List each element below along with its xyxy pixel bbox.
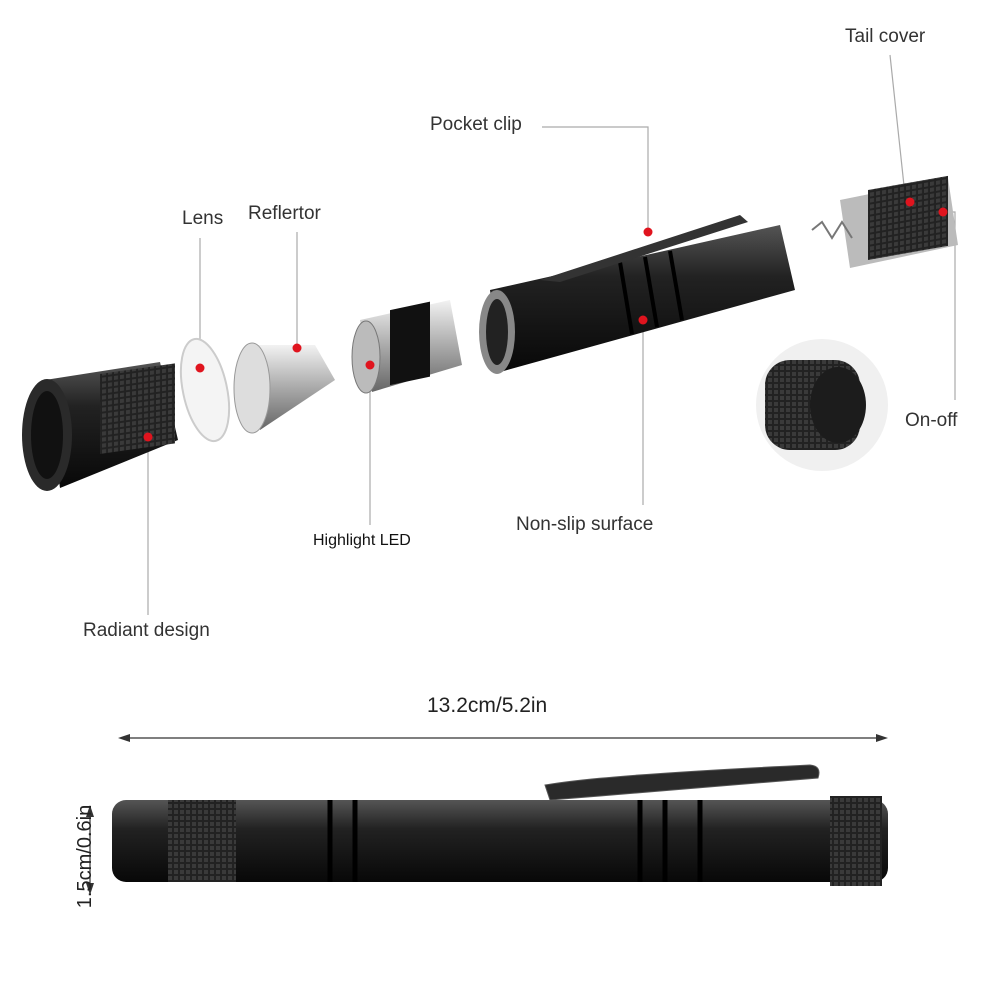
label-pocket-clip: Pocket clip xyxy=(430,114,522,135)
diameter-dimension: 1.5cm/0.6in xyxy=(74,804,97,909)
head-cap xyxy=(22,362,178,491)
tail-cap xyxy=(811,175,958,268)
lens-part xyxy=(179,337,231,443)
label-lens: Lens xyxy=(182,208,224,229)
label-tail-cover: Tail cover xyxy=(845,26,926,47)
label-highlight-led: Highlight LED xyxy=(313,532,411,549)
label-on-off: On-off xyxy=(905,410,958,431)
marker-dots xyxy=(143,197,948,442)
dimension-arrows xyxy=(86,734,888,895)
flashlight-body xyxy=(479,215,795,374)
leader-lines xyxy=(147,54,956,615)
length-dimension: 13.2cm/5.2in xyxy=(427,694,548,717)
label-reflector: Reflertor xyxy=(248,203,321,224)
label-radiant-design: Radiant design xyxy=(83,620,210,641)
flashlight-side-view xyxy=(112,764,888,886)
reflector-part xyxy=(233,342,335,434)
led-module xyxy=(351,300,462,394)
on-off-inset xyxy=(756,339,888,471)
label-non-slip-surface: Non-slip surface xyxy=(516,514,654,535)
